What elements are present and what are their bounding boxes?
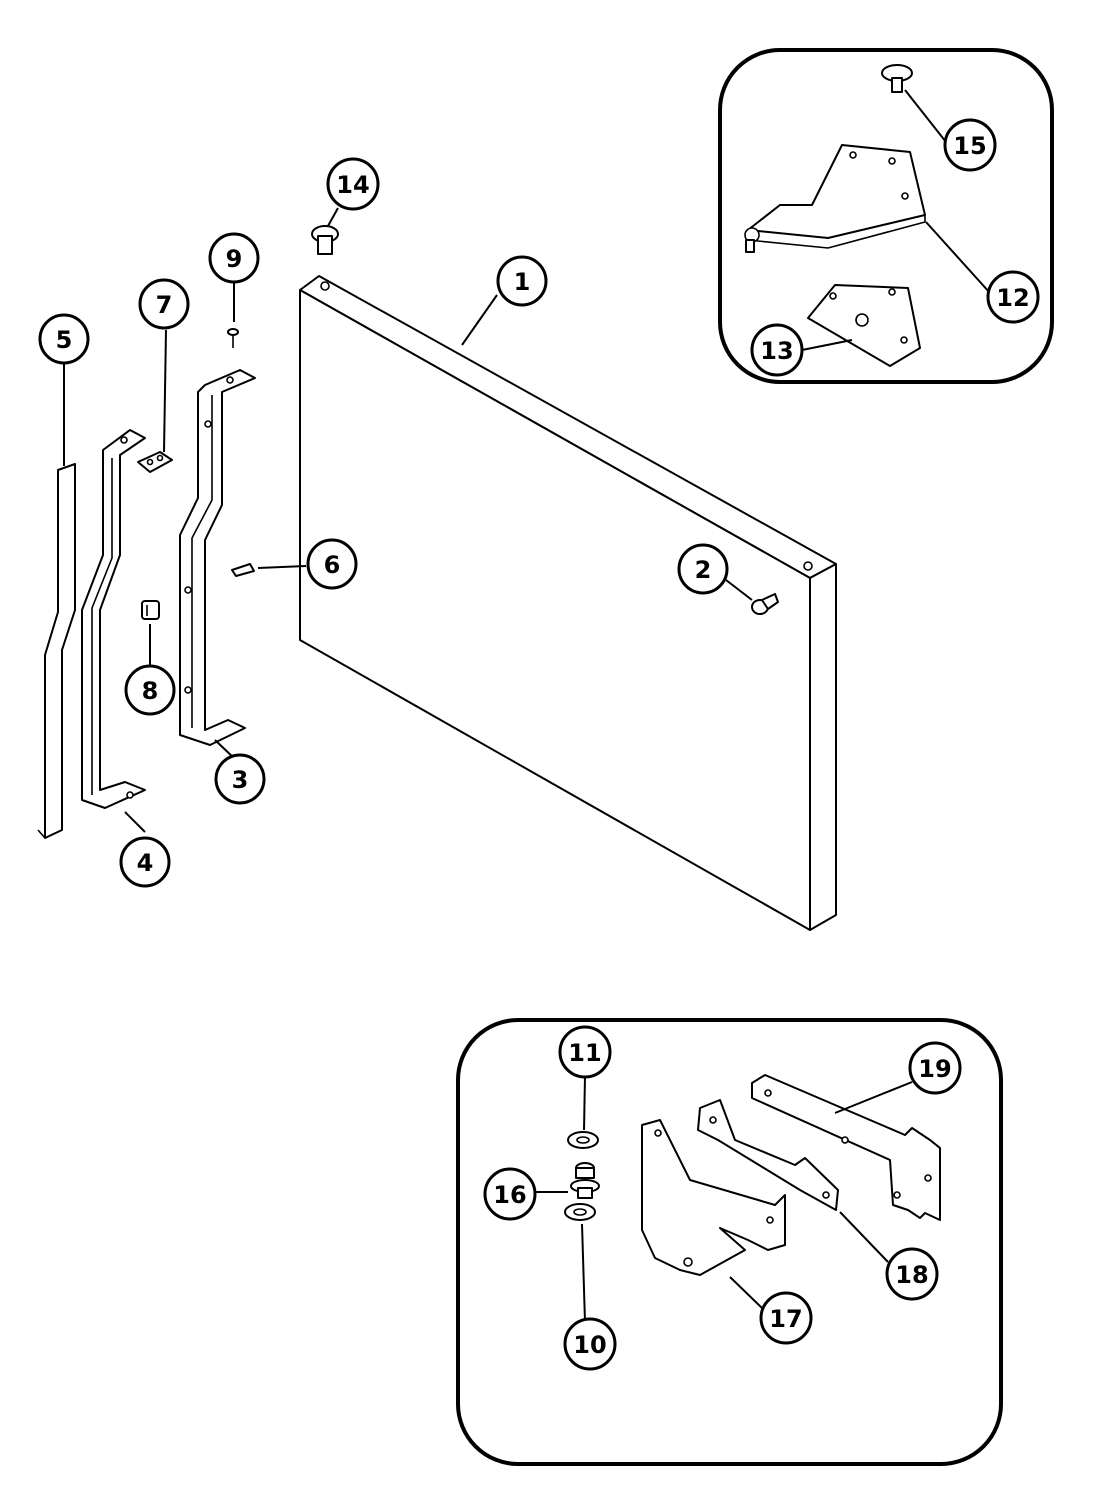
hinge-bracket	[697, 1099, 839, 1211]
callout-19-label: 19	[918, 1055, 951, 1083]
lower-washer	[564, 1203, 596, 1221]
callout-12: 12	[986, 270, 1040, 324]
callout-9-label: 9	[226, 245, 243, 273]
callout-18-label: 18	[895, 1261, 928, 1289]
callout-11: 11	[558, 1025, 612, 1079]
callout-7-label: 7	[156, 291, 173, 319]
handle-clip	[137, 451, 173, 473]
handle-cap	[141, 600, 160, 620]
handle-trim	[37, 463, 76, 839]
door-panel	[299, 275, 837, 931]
inset-frame-top-right	[718, 48, 1054, 384]
hinge-mount	[751, 1074, 941, 1221]
callout-16: 16	[483, 1167, 537, 1221]
callout-8: 8	[124, 664, 176, 716]
door-screw	[751, 593, 779, 615]
callout-1-label: 1	[514, 268, 531, 296]
callout-5: 5	[38, 313, 90, 365]
callout-13-label: 13	[760, 337, 793, 365]
handle-screw	[227, 328, 239, 348]
callout-7: 7	[138, 278, 190, 330]
plug-top	[311, 225, 339, 255]
callout-17: 17	[759, 1291, 813, 1345]
callout-8-label: 8	[142, 677, 159, 705]
callout-18: 18	[885, 1247, 939, 1301]
callout-15: 15	[943, 118, 997, 172]
callout-3-label: 3	[232, 766, 249, 794]
callout-4-label: 4	[137, 849, 154, 877]
leader-lines	[63, 89, 991, 1323]
hinge-pin	[570, 1162, 600, 1199]
top-hinge	[744, 144, 926, 253]
hinge-pin-cap	[881, 64, 913, 93]
callout-9: 9	[208, 232, 260, 284]
bracket-screw	[231, 563, 255, 577]
callout-5-label: 5	[56, 326, 73, 354]
callout-2-label: 2	[695, 556, 712, 584]
callout-14-label: 14	[336, 171, 369, 199]
callout-17-label: 17	[769, 1305, 802, 1333]
callout-6: 6	[306, 538, 358, 590]
inset-frame-bottom	[456, 1018, 1003, 1466]
callout-16-label: 16	[493, 1181, 526, 1209]
callout-6-label: 6	[324, 551, 341, 579]
callout-10: 10	[563, 1317, 617, 1371]
callout-12-label: 12	[996, 284, 1029, 312]
hinge-shim	[807, 284, 921, 367]
handle-bracket	[179, 369, 256, 746]
upper-washer	[567, 1131, 599, 1149]
callout-3: 3	[214, 753, 266, 805]
callout-4: 4	[119, 836, 171, 888]
callout-19: 19	[908, 1041, 962, 1095]
callout-10-label: 10	[573, 1331, 606, 1359]
handle	[81, 429, 146, 809]
callout-13: 13	[750, 323, 804, 377]
callout-2: 2	[677, 543, 729, 595]
callout-11-label: 11	[568, 1039, 601, 1067]
bottom-hinge-plate	[641, 1119, 786, 1276]
callout-1: 1	[496, 255, 548, 307]
callout-15-label: 15	[953, 132, 986, 160]
callout-14: 14	[326, 157, 380, 211]
